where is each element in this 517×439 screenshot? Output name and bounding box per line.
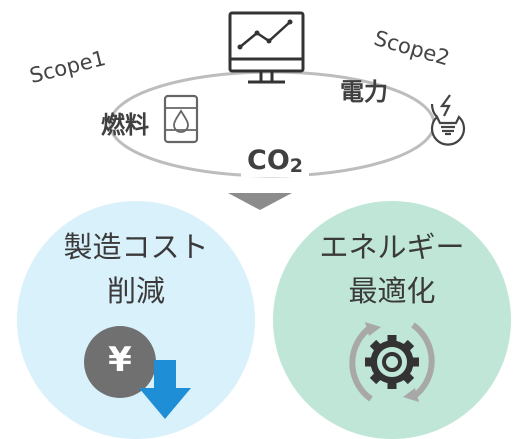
energy-optimization-line2: 最適化 — [348, 274, 436, 308]
yen-symbol: ¥ — [108, 340, 132, 380]
fuel-label: 燃料 — [101, 111, 149, 139]
energy-optimization-title: エネルギー 最適化 — [276, 225, 508, 313]
gear-cycle-icon — [349, 322, 435, 402]
energy-optimization-circle — [273, 201, 511, 439]
cost-reduction-title: 製造コスト 削減 — [20, 225, 252, 313]
co2-subscript: 2 — [289, 155, 304, 177]
cost-reduction-circle — [17, 201, 255, 439]
cost-reduction-line2: 削減 — [106, 274, 165, 308]
energy-optimization-line1: エネルギー — [319, 230, 465, 264]
cost-reduction-line1: 製造コスト — [63, 230, 209, 264]
fuel-drum-icon — [163, 94, 199, 144]
monitor-chart-icon — [228, 11, 305, 84]
down-arrow — [228, 193, 292, 210]
yen-coin-icon — [84, 326, 156, 398]
co2-label: CO2 — [241, 145, 310, 177]
light-bulb-icon — [430, 94, 466, 146]
co2-main: CO — [247, 145, 290, 176]
blue-down-arrow-icon — [139, 360, 191, 419]
power-label: 電力 — [340, 78, 388, 106]
